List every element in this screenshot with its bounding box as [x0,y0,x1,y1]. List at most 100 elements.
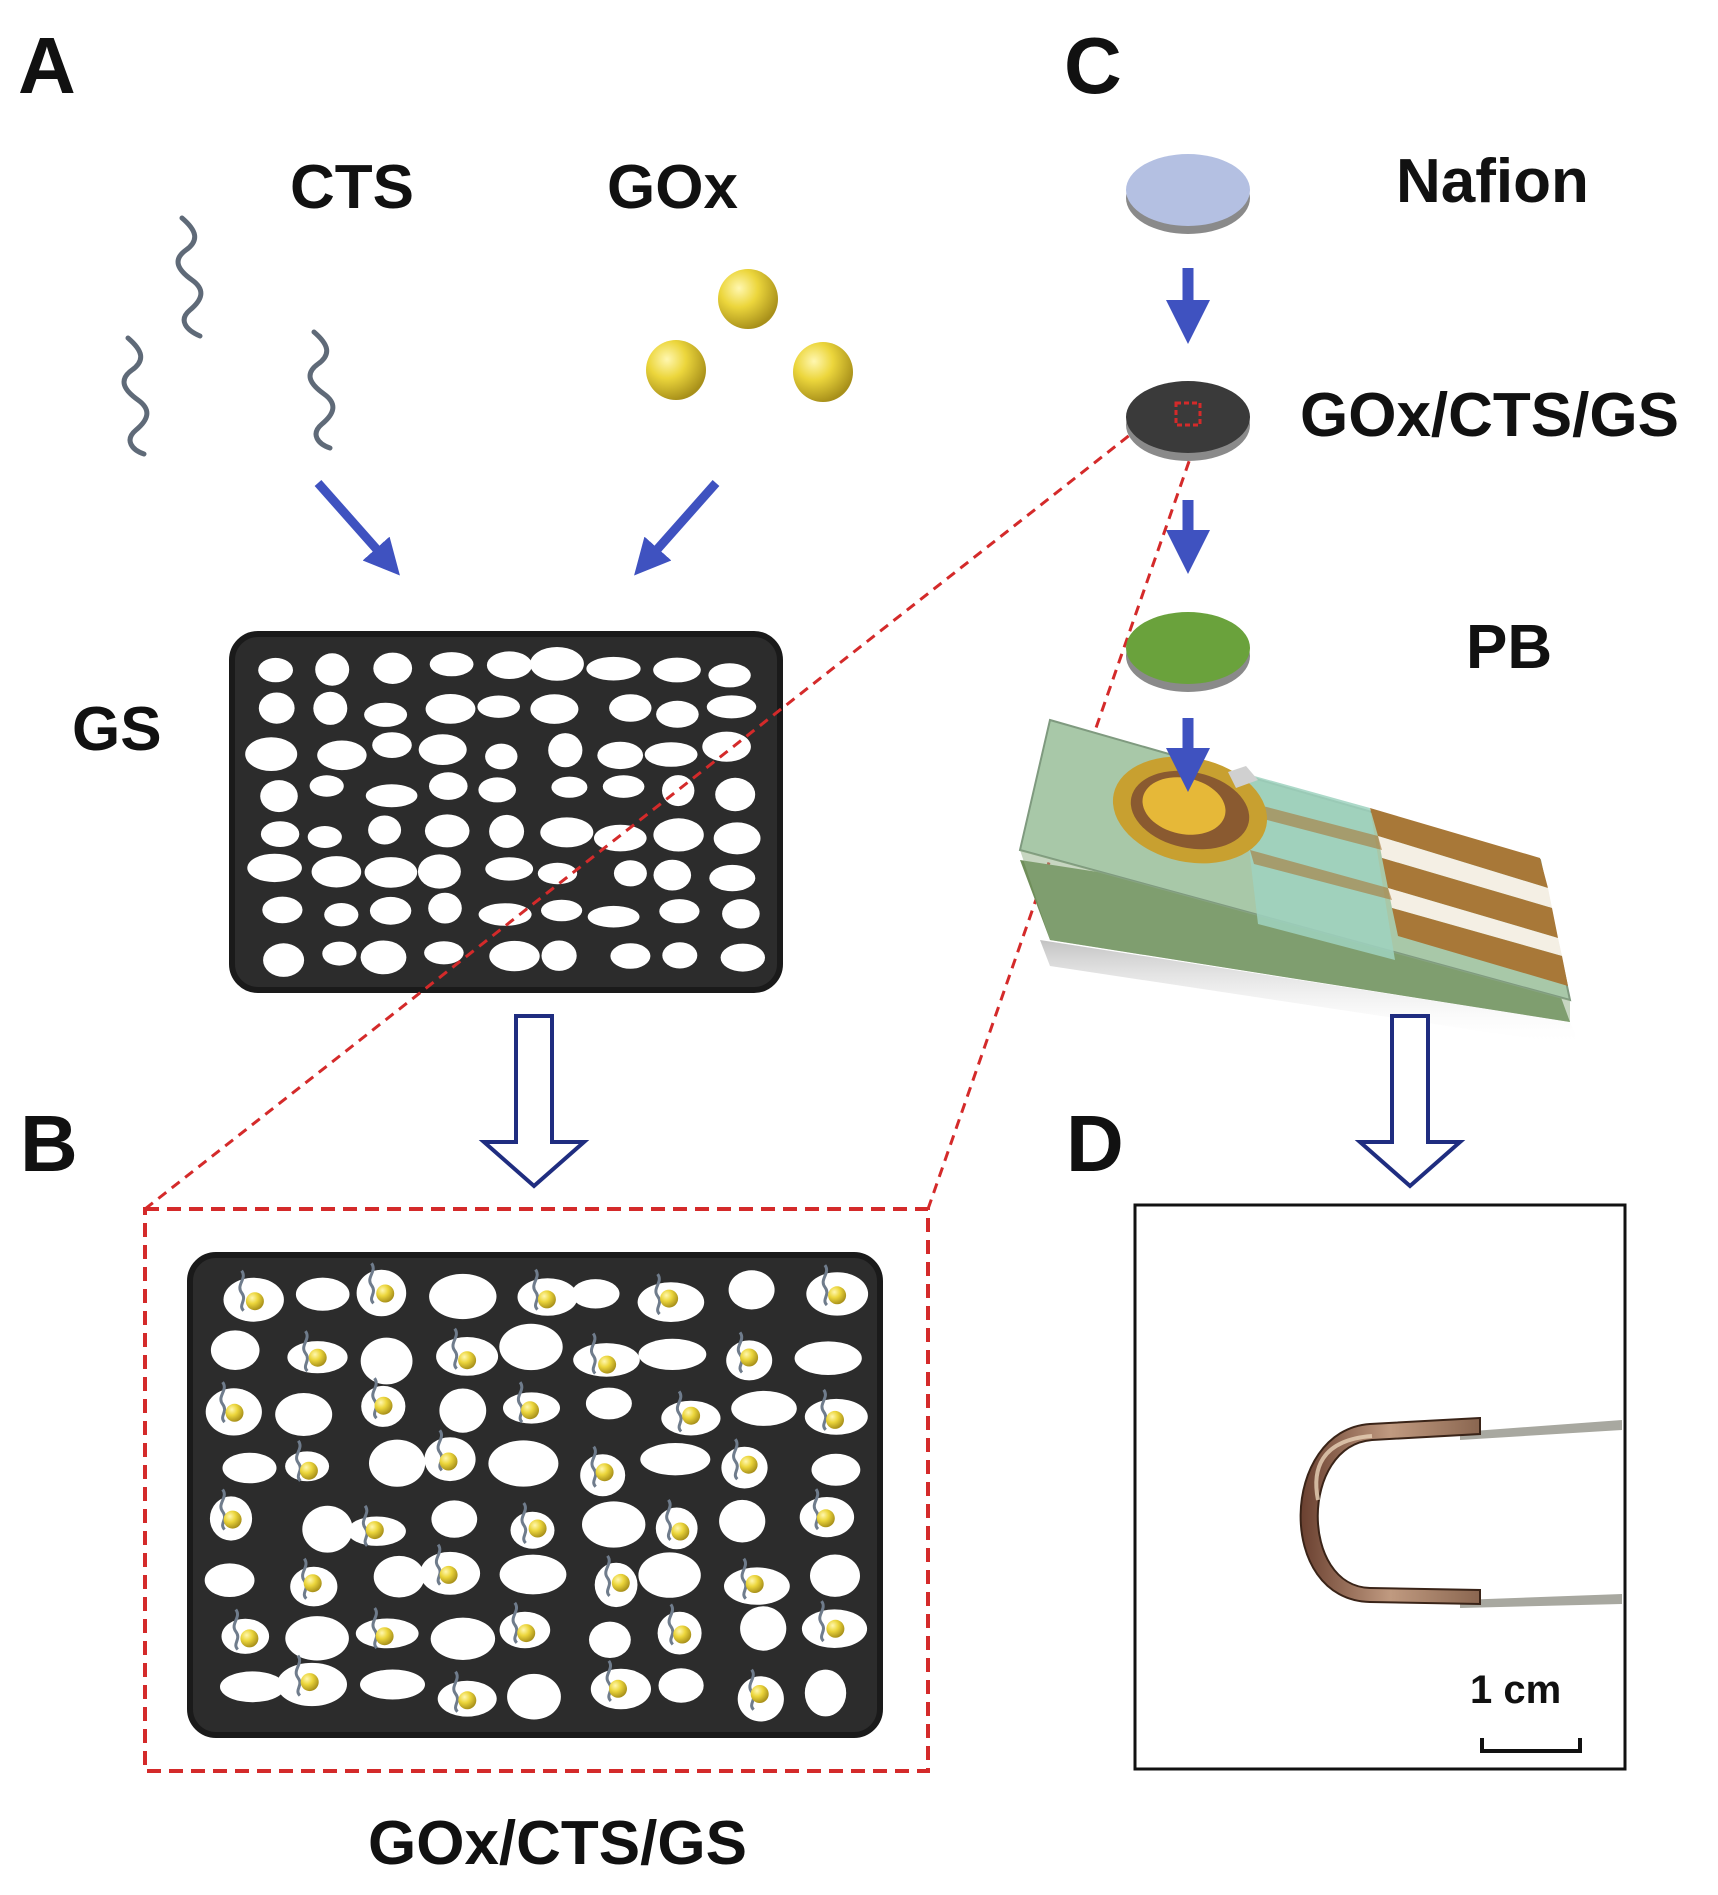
sponge-pore [309,775,344,797]
gox-particle [245,1292,264,1311]
sponge-pore [285,1616,349,1661]
sponge-pore [662,775,695,807]
scale-bar-label: 1 cm [1470,1668,1562,1712]
sponge-pore [263,943,305,977]
sponge-pore [307,826,342,848]
sponge-pore [708,663,751,688]
sponge-pore [709,864,756,892]
sponge-pore [424,941,464,965]
sponge-pore [740,1606,787,1651]
sponge-pore [653,657,701,683]
chitosan-chain [516,1381,524,1424]
panel-letter-c: C [1064,21,1122,110]
gs-label: GS [72,695,162,764]
gox-particle [521,1401,539,1420]
sponge-pore [540,817,594,848]
sponge-pore [204,1563,255,1597]
chitosan-chain [121,335,150,457]
bent-electrode-photo [1299,1416,1622,1608]
chitosan-chain [665,1499,672,1541]
sponge-pore [373,652,413,684]
sponge-pore [720,943,765,972]
sponge-pore [507,1673,561,1720]
sponge-pore [260,821,300,847]
sponge-pore [638,1338,707,1370]
gox-particle [458,1351,477,1370]
gox-particle [528,1519,547,1538]
sponge-pore [311,856,362,888]
sponge-pore [541,899,583,922]
chitosan-chain [175,215,204,339]
sponge-pore [418,734,467,765]
gox-particle [223,1510,242,1529]
zoom-box [143,1207,930,1773]
chitosan-chain [520,1502,528,1545]
sponge-pore [488,1440,559,1487]
sponge-pore [431,1500,478,1538]
arrow-gox-to-gs [634,480,720,576]
sponge-pore [810,1554,860,1597]
sponge-pore [302,1505,353,1553]
zoom-region-marker [1174,401,1202,427]
sponge-pore [582,1501,646,1548]
sponge-pore [597,741,644,770]
sponge-pore [656,700,699,728]
chitosan-chain [232,1608,240,1651]
sponge-pore [489,940,540,972]
gox-particle [673,1625,692,1644]
chitosan-chain [820,1388,828,1431]
chitosan-chain [295,1439,302,1482]
sponge-pore [478,777,516,803]
gox-particle [671,1522,690,1541]
gox-particle [517,1624,536,1643]
sponge-pore [499,1323,563,1371]
sponge-pore [811,1453,861,1486]
sponge-pore [530,647,584,681]
sponge-pore [644,742,698,767]
gox-particle [598,1355,617,1374]
chitosan-chain [604,1555,611,1597]
sponge-pore [640,1443,711,1476]
cts-label: CTS [290,153,414,222]
zoom-line-left [144,403,1169,1211]
sponge-pore [548,733,583,768]
gox-particle [750,1685,769,1703]
gox-cts-gs-layer-label: GOx/CTS/GS [1300,381,1679,450]
chitosan-chain [532,1268,539,1311]
sponge-pore [428,892,462,924]
graphene-sponge [229,631,783,993]
chitosan-chain [667,1603,675,1646]
gox-particle [595,1463,614,1482]
sponge-pore [719,1499,766,1543]
sponge-pore [485,857,534,881]
sponge-pore [369,896,412,925]
chitosan-chain [436,1429,444,1472]
chitosan-chain [451,1327,459,1370]
chitosan-chain [821,1264,829,1307]
sponge-pore [486,651,533,679]
gox-particle [793,342,853,402]
gox-particle [828,1286,847,1305]
functionalized-graphene-sponge [187,1252,883,1738]
chitosan-chain [511,1601,519,1644]
chitosan-chain [371,1607,379,1650]
chitosan-chain [371,1377,378,1420]
gox-particle [308,1348,327,1367]
chitosan-chains [121,215,336,457]
sponge-pore [706,695,757,719]
chitosan-chain [219,1488,227,1531]
gox-particle [611,1573,630,1592]
chitosan-chain [452,1670,459,1713]
chitosan-chain [732,1438,739,1481]
product-label: GOx/CTS/GS [368,1809,747,1878]
sponge-pore [430,1617,496,1661]
sponge-pore [424,814,470,848]
gox-particle [374,1396,393,1415]
sponge-pore [609,694,652,722]
sponge-pore [322,941,357,966]
gox-particle [826,1410,844,1429]
down-arrow-outline [478,1014,590,1189]
sponge-frame [229,631,783,993]
sponge-pore [662,942,698,969]
